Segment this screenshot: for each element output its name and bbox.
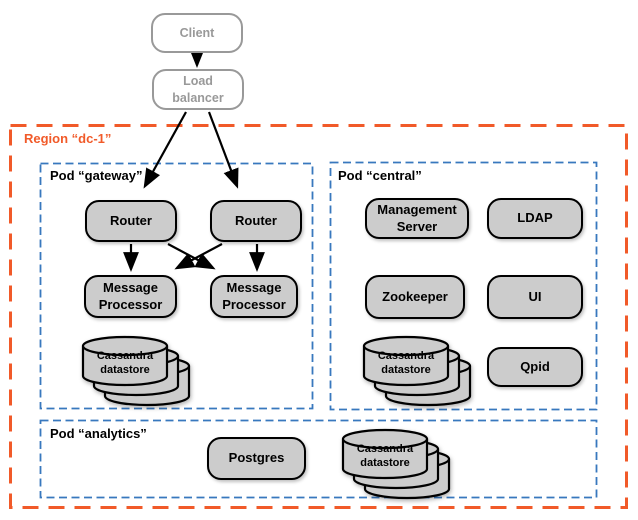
region-dc1-label: Region “dc-1” — [24, 131, 112, 146]
cassandra-datastore-label: Cassandra datastore — [96, 350, 154, 376]
cassandra-datastore: Cassandra datastore — [81, 335, 194, 408]
message-processor-node: Message Processor — [84, 275, 177, 318]
ldap-node: LDAP — [487, 198, 583, 239]
load-balancer-node: Load balancer — [152, 69, 244, 110]
pod-analytics-boundary — [39, 419, 598, 499]
edge-router2-mp1 — [174, 243, 223, 270]
postgres-node: Postgres — [207, 437, 306, 480]
edge-router1-mp2 — [167, 243, 216, 270]
zookeeper-node: Zookeeper — [365, 275, 465, 319]
pod-analytics-label: Pod “analytics” — [50, 426, 147, 441]
cassandra-datastore-label: Cassandra datastore — [377, 350, 435, 376]
cassandra-datastore: Cassandra datastore — [362, 335, 475, 408]
pod-gateway-boundary — [39, 162, 314, 410]
management-server-node: Management Server — [365, 198, 469, 239]
router-node: Router — [85, 200, 177, 242]
region-dc1-boundary — [9, 124, 628, 509]
cassandra-datastore-label: Cassandra datastore — [356, 443, 414, 469]
message-processor-node: Message Processor — [210, 275, 298, 318]
client-node: Client — [151, 13, 243, 53]
cassandra-datastore: Cassandra datastore — [341, 428, 454, 501]
pod-central-label: Pod “central” — [338, 168, 422, 183]
edge-loadbalancer-router2 — [207, 111, 239, 189]
pod-central-boundary — [329, 161, 598, 411]
pod-gateway-label: Pod “gateway” — [50, 168, 143, 183]
qpid-node: Qpid — [487, 347, 583, 387]
ui-node: UI — [487, 275, 583, 319]
router-node: Router — [210, 200, 302, 242]
edge-loadbalancer-router1 — [143, 111, 187, 189]
